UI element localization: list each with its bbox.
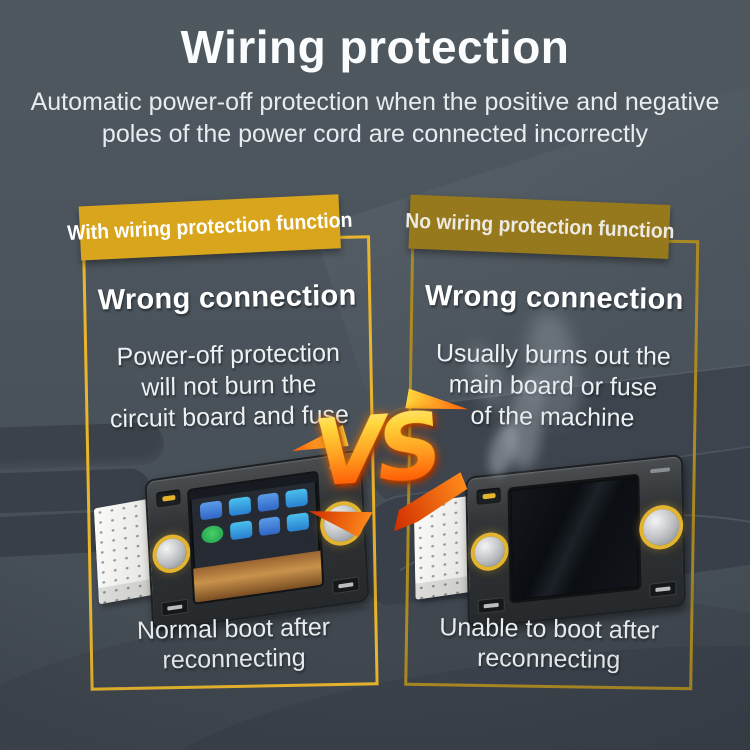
subtitle-line-2: poles of the power cord are connected in… (101, 120, 649, 148)
stereo-right-controls (642, 466, 680, 598)
page-title: Wiring protection (180, 21, 570, 73)
app-icon (258, 516, 281, 537)
subtitle-line-1: Automatic power-off protection when the … (30, 88, 720, 116)
stereo-left-controls (152, 489, 191, 617)
tuner-knob (642, 507, 680, 548)
usb-port (477, 597, 505, 615)
caption-line: Unable to boot after (439, 613, 660, 645)
usb-port (331, 576, 360, 595)
brand-mark (650, 467, 671, 474)
versus-flame-graphic: VS (296, 385, 465, 528)
usb-port (648, 580, 677, 598)
panel-heading: Wrong connection (97, 279, 357, 317)
panel-banner-label: No wiring protection function (404, 209, 675, 244)
app-icon (199, 500, 223, 521)
versus-label: VS (310, 386, 440, 514)
description-line: Usually burns out the (435, 339, 672, 371)
caption-line: reconnecting (476, 643, 621, 675)
volume-knob (474, 534, 505, 568)
stereo-screen-off (507, 473, 642, 604)
volume-knob (155, 536, 188, 571)
caption-line: reconnecting (162, 643, 306, 675)
page-subtitle: Automatic power-off protection when the … (0, 86, 750, 150)
phone-app-icon (201, 524, 224, 545)
app-icon (229, 520, 253, 541)
screen-app-grid (199, 488, 310, 545)
power-button (156, 489, 181, 508)
app-icon (228, 496, 251, 517)
power-button (476, 487, 501, 505)
panel-heading: Wrong connection (424, 279, 684, 317)
app-icon (256, 492, 280, 513)
screen-dock-area (193, 550, 323, 603)
panel-caption: Normal boot after reconnecting (87, 611, 380, 677)
stereo-front-panel (465, 453, 686, 630)
panel-banner: No wiring protection function (404, 194, 675, 259)
panel-caption: Unable to boot after reconnecting (402, 612, 695, 677)
panel-banner-label: With wiring protection function (66, 208, 353, 246)
description-line: Power-off protection (116, 338, 341, 372)
stereo-left-controls (472, 487, 506, 615)
